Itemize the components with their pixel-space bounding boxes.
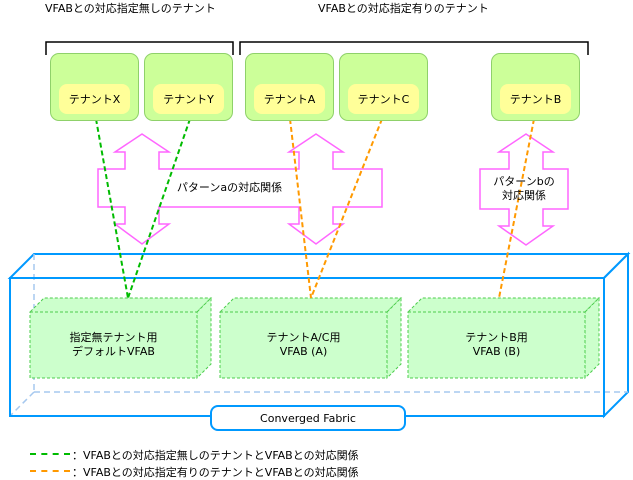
vfab-a-line2: VFAB (A) (279, 345, 328, 358)
tenant-label-y: テナントY (153, 84, 224, 114)
bracket-with-mapping (239, 41, 589, 55)
tenant-label-x: テナントX (59, 84, 130, 114)
vfab-default-line1: 指定無テナント用 (69, 331, 158, 344)
link-tenant-b-vfab-b (498, 118, 535, 299)
vfab-a-line1: テナントA/C用 (266, 331, 341, 344)
tenant-label-c: テナントC (348, 84, 419, 114)
pattern-a-arrow (97, 133, 383, 245)
vfab-default-line2: デフォルトVFAB (72, 345, 155, 358)
tenant-label-a: テナントA (254, 84, 325, 114)
link-tenant-a-vfab-a (289, 118, 312, 299)
tenant-label-b: テナントB (500, 84, 571, 114)
legend-line-green (30, 453, 70, 455)
legend-text-green: ：VFABとの対応指定無しのテナントとVFABとの対応関係 (72, 449, 359, 462)
pattern-b-arrow (479, 133, 569, 246)
tenant-box-a: テナントA (245, 53, 334, 121)
link-tenant-x-default (95, 118, 129, 299)
vfab-label-a: テナントA/C用 VFAB (A) (220, 331, 387, 359)
pattern-b-label: パターンbの 対応関係 (481, 175, 567, 203)
converged-fabric-label: Converged Fabric (210, 405, 406, 431)
vfab-b-line1: テナントB用 (465, 331, 528, 344)
pattern-a-label: パターンaの対応関係 (176, 181, 283, 194)
vfab-box-default (28, 296, 213, 380)
tenant-box-x: テナントX (50, 53, 139, 121)
vfab-label-b: テナントB用 VFAB (B) (408, 331, 585, 359)
header-without-mapping: VFABとの対応指定無しのテナント (45, 2, 216, 15)
tenant-box-y: テナントY (144, 53, 233, 121)
legend-line-orange (30, 470, 70, 472)
tenant-box-c: テナントC (339, 53, 428, 121)
legend-text-orange: ：VFABとの対応指定有りのテナントとVFABとの対応関係 (72, 466, 359, 479)
vfab-b-line2: VFAB (B) (472, 345, 521, 358)
vfab-box-a (218, 296, 403, 380)
tenant-box-b: テナントB (491, 53, 580, 121)
vfab-box-b (406, 296, 601, 380)
vfab-label-default: 指定無テナント用 デフォルトVFAB (30, 331, 197, 359)
bracket-without-mapping (45, 41, 234, 55)
pattern-b-label-line2: 対応関係 (502, 189, 546, 202)
link-tenant-c-vfab-a (310, 118, 383, 299)
pattern-b-label-line1: パターンbの (493, 175, 555, 188)
header-with-mapping: VFABとの対応指定有りのテナント (318, 2, 489, 15)
